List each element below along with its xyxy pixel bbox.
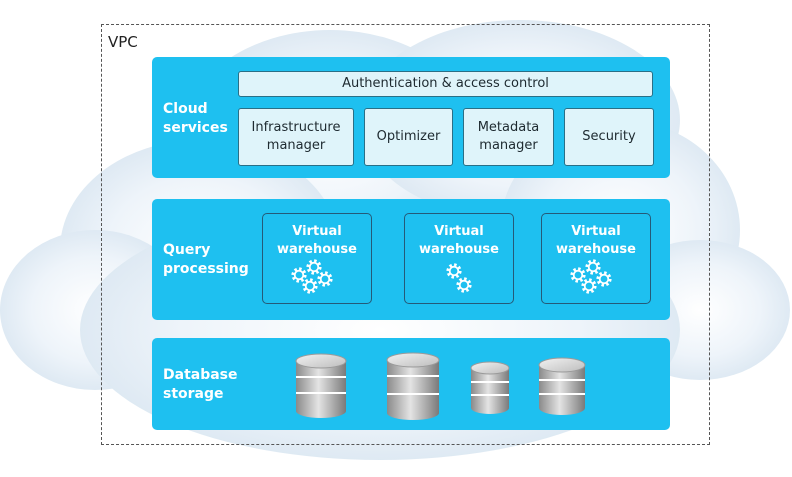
database-cylinder-icon xyxy=(295,353,347,418)
database-storage-layer: Database storage xyxy=(152,338,670,430)
security-box: Security xyxy=(564,108,654,166)
cloud-services-layer: Cloud services Authentication & access c… xyxy=(152,57,670,178)
cloud-services-title: Cloud services xyxy=(163,101,228,136)
auth-access-control-box: Authentication & access control xyxy=(238,71,653,97)
database-storage-title: Database storage xyxy=(163,367,238,402)
query-processing-title: Query processing xyxy=(163,242,249,277)
gears-icon xyxy=(291,259,333,294)
gears-icon xyxy=(446,263,472,293)
database-cylinder-icon xyxy=(470,361,510,414)
storage-icons xyxy=(295,352,586,420)
vpc-boundary xyxy=(101,24,710,445)
vpc-label: VPC xyxy=(108,33,138,51)
gears-icon xyxy=(570,259,612,294)
optimizer-box: Optimizer xyxy=(364,108,453,166)
database-cylinder-icon xyxy=(538,357,586,415)
database-cylinder-icon xyxy=(386,352,440,420)
